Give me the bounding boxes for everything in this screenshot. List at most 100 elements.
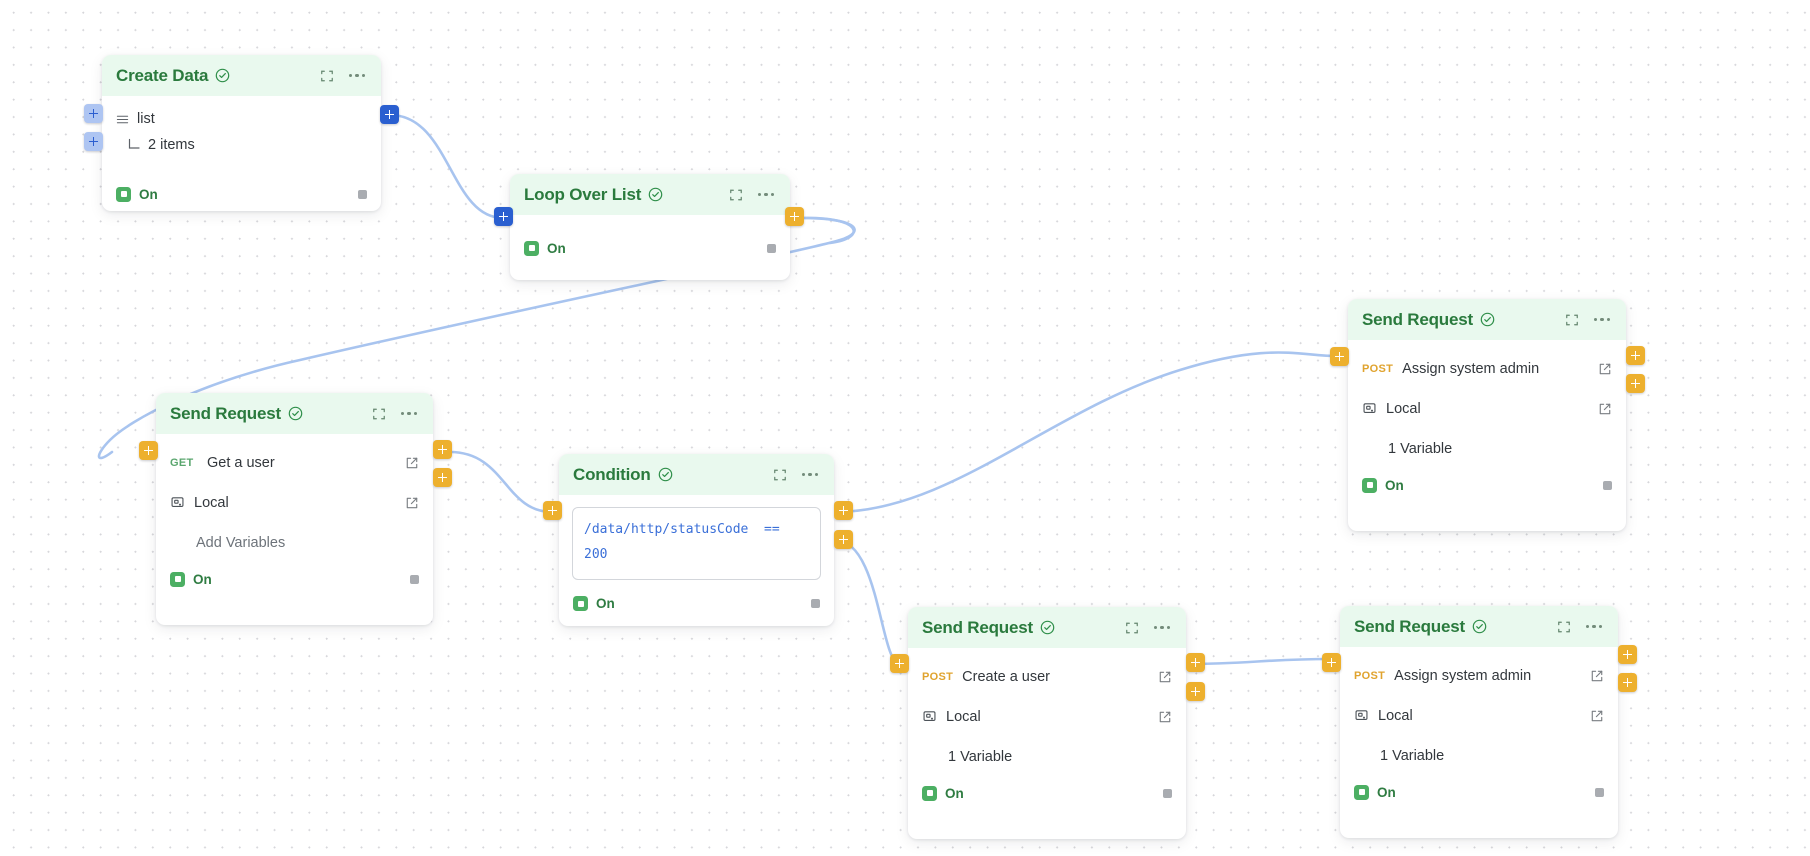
handle-createuser-right-bottom[interactable] xyxy=(1186,682,1205,701)
request-row[interactable]: POST Assign system admin xyxy=(1354,661,1604,690)
variables-row[interactable]: 1 Variable xyxy=(1354,741,1604,770)
variables-row[interactable]: Add Variables xyxy=(170,528,419,557)
node-header[interactable]: Send Request xyxy=(1348,299,1626,340)
variables-label: 1 Variable xyxy=(948,748,1013,765)
more-options-icon[interactable] xyxy=(1592,310,1612,330)
resize-handle-icon[interactable] xyxy=(358,189,367,199)
node-header[interactable]: Send Request xyxy=(1340,606,1618,647)
external-link-icon[interactable] xyxy=(1590,669,1604,683)
external-link-icon[interactable] xyxy=(405,496,419,510)
node-header[interactable]: Loop Over List xyxy=(510,174,790,215)
status-label: On xyxy=(1377,784,1396,800)
status-toggle-icon[interactable] xyxy=(573,596,588,612)
node-send-request-create-user[interactable]: Send Request POST Create a user xyxy=(908,607,1186,839)
tree-elbow-icon xyxy=(127,138,141,152)
expand-icon[interactable] xyxy=(770,465,790,485)
request-row[interactable]: GET Get a user xyxy=(170,448,419,477)
more-options-icon[interactable] xyxy=(1584,617,1604,637)
environment-row[interactable]: Local xyxy=(1354,701,1604,730)
expand-icon[interactable] xyxy=(369,404,389,424)
request-row[interactable]: POST Assign system admin xyxy=(1362,354,1612,383)
environment-icon xyxy=(1354,708,1369,723)
more-options-icon[interactable] xyxy=(756,185,776,205)
status-label: On xyxy=(193,571,212,587)
environment-row[interactable]: Local xyxy=(170,488,419,517)
http-method-label: POST xyxy=(922,670,954,683)
edge-condition-to-assign-top xyxy=(833,351,1339,514)
data-tree-root[interactable]: list xyxy=(116,108,367,130)
handle-getuser-left[interactable] xyxy=(139,441,158,460)
status-toggle-icon[interactable] xyxy=(170,571,185,587)
node-send-request-assign-admin-bottom[interactable]: Send Request POST Assign system admin xyxy=(1340,606,1618,838)
expand-icon[interactable] xyxy=(1122,618,1142,638)
external-link-icon[interactable] xyxy=(1158,710,1172,724)
variables-row[interactable]: 1 Variable xyxy=(922,742,1172,771)
condition-expression-input[interactable]: /data/http/statusCode == 200 xyxy=(572,507,821,580)
expand-icon[interactable] xyxy=(1562,310,1582,330)
expand-icon[interactable] xyxy=(317,66,337,86)
node-create-data[interactable]: Create Data list xyxy=(102,55,381,211)
handle-assign-top-right-top[interactable] xyxy=(1626,346,1645,365)
handle-create-data-left-bottom[interactable] xyxy=(84,132,103,151)
more-options-icon[interactable] xyxy=(399,404,419,424)
more-options-icon[interactable] xyxy=(347,66,367,86)
handle-assign-top-right-bottom[interactable] xyxy=(1626,374,1645,393)
status-toggle-icon[interactable] xyxy=(116,186,131,202)
handle-assign-bottom-left[interactable] xyxy=(1322,653,1341,672)
handle-getuser-right-top[interactable] xyxy=(433,440,452,459)
list-icon xyxy=(116,113,129,126)
resize-handle-icon[interactable] xyxy=(811,599,820,609)
node-loop-over-list[interactable]: Loop Over List On xyxy=(510,174,790,280)
status-label: On xyxy=(139,186,158,202)
handle-assign-bottom-right-bottom[interactable] xyxy=(1618,673,1637,692)
external-link-icon[interactable] xyxy=(1158,670,1172,684)
handle-getuser-right-bottom[interactable] xyxy=(433,468,452,487)
node-title: Send Request xyxy=(170,403,281,423)
external-link-icon[interactable] xyxy=(1598,402,1612,416)
handle-create-data-left-top[interactable] xyxy=(84,104,103,123)
external-link-icon[interactable] xyxy=(405,456,419,470)
more-options-icon[interactable] xyxy=(800,465,820,485)
handle-assign-bottom-right-top[interactable] xyxy=(1618,645,1637,664)
node-header[interactable]: Send Request xyxy=(156,393,433,434)
status-toggle-icon[interactable] xyxy=(922,785,937,801)
external-link-icon[interactable] xyxy=(1598,362,1612,376)
handle-loop-left[interactable] xyxy=(494,207,513,226)
handle-loop-right[interactable] xyxy=(785,207,804,226)
expand-icon[interactable] xyxy=(1554,617,1574,637)
environment-row[interactable]: Local xyxy=(922,702,1172,731)
status-toggle-icon[interactable] xyxy=(1362,477,1377,493)
resize-handle-icon[interactable] xyxy=(410,574,419,584)
external-link-icon[interactable] xyxy=(1590,709,1604,723)
handle-createuser-right-top[interactable] xyxy=(1186,653,1205,672)
resize-handle-icon[interactable] xyxy=(1595,787,1604,797)
node-send-request-assign-admin-top[interactable]: Send Request POST Assign system admin xyxy=(1348,299,1626,531)
resize-handle-icon[interactable] xyxy=(767,243,776,253)
more-options-icon[interactable] xyxy=(1152,618,1172,638)
data-tree-child[interactable]: 2 items xyxy=(116,134,367,156)
expand-icon[interactable] xyxy=(726,185,746,205)
handle-condition-left[interactable] xyxy=(543,501,562,520)
resize-handle-icon[interactable] xyxy=(1603,480,1612,490)
node-header[interactable]: Create Data xyxy=(102,55,381,96)
environment-row[interactable]: Local xyxy=(1362,394,1612,423)
node-condition[interactable]: Condition /data/http/statusCode == 200 O… xyxy=(559,454,834,626)
handle-createuser-left[interactable] xyxy=(890,654,909,673)
handle-condition-right-true[interactable] xyxy=(834,501,853,520)
request-row[interactable]: POST Create a user xyxy=(922,662,1172,691)
edge-condition-to-createuser xyxy=(833,538,902,666)
request-name-label: Assign system admin xyxy=(1394,667,1532,684)
node-header[interactable]: Send Request xyxy=(908,607,1186,648)
status-toggle-icon[interactable] xyxy=(524,240,539,256)
status-toggle-icon[interactable] xyxy=(1354,784,1369,800)
edge-create-data-to-loop xyxy=(388,113,505,220)
variables-row[interactable]: 1 Variable xyxy=(1362,434,1612,463)
node-send-request-get-user[interactable]: Send Request GET Get a user xyxy=(156,393,433,625)
handle-create-data-right[interactable] xyxy=(380,105,399,124)
handle-assign-top-left[interactable] xyxy=(1330,347,1349,366)
handle-condition-right-false[interactable] xyxy=(834,530,853,549)
status-label: On xyxy=(945,785,964,801)
node-header[interactable]: Condition xyxy=(559,454,834,495)
resize-handle-icon[interactable] xyxy=(1163,788,1172,798)
